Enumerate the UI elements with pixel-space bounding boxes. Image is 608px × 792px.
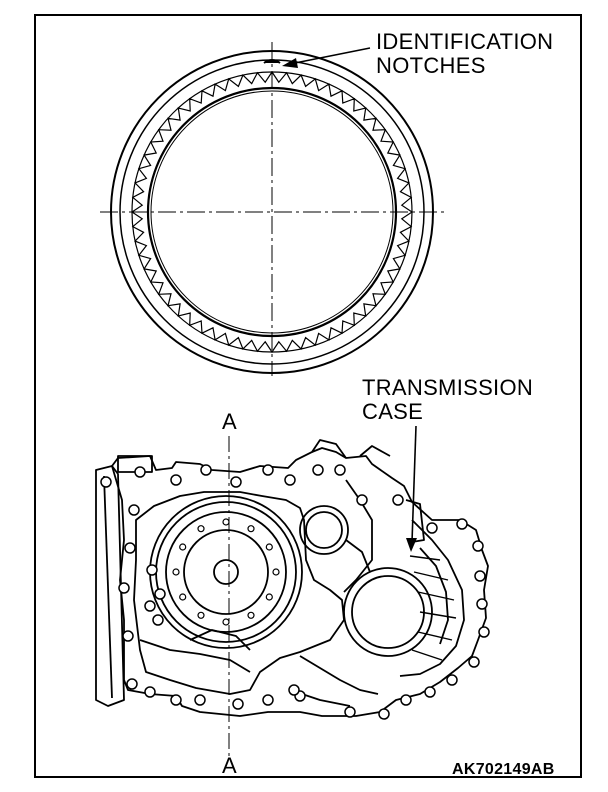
drum-bolt bbox=[247, 611, 255, 619]
bolt-hole bbox=[446, 674, 458, 686]
drum-bolt bbox=[179, 543, 187, 551]
identification-notches-label: IDENTIFICATION NOTCHES bbox=[376, 30, 553, 78]
drum-bolt bbox=[272, 568, 280, 576]
bolt-hole bbox=[426, 522, 438, 534]
drum-bolt bbox=[197, 611, 205, 619]
bolt-hole bbox=[424, 686, 436, 698]
bolt-hole bbox=[170, 474, 182, 486]
drum-bolt-circle bbox=[172, 518, 280, 626]
bolt-hole bbox=[312, 464, 324, 476]
bolt-hole bbox=[344, 706, 356, 718]
section-label-bottom: A bbox=[222, 753, 237, 778]
transmission-case-leader bbox=[406, 425, 417, 552]
bolt-hole bbox=[128, 504, 140, 516]
transmission-label-line1: TRANSMISSION bbox=[362, 375, 534, 400]
bolt-hole bbox=[134, 466, 146, 478]
bolt-hole bbox=[472, 540, 484, 552]
drum-bolt bbox=[197, 525, 205, 533]
identification-leader bbox=[282, 47, 371, 68]
bolt-hole bbox=[284, 474, 296, 486]
transmission-label-line2: CASE bbox=[362, 399, 424, 424]
drum-bolt bbox=[172, 568, 180, 576]
bolt-hole bbox=[194, 694, 206, 706]
identification-notch bbox=[263, 59, 281, 64]
bolt-hole bbox=[230, 476, 242, 488]
bolt-hole bbox=[474, 570, 486, 582]
bolt-hole bbox=[232, 698, 244, 710]
bolt-hole bbox=[122, 630, 134, 642]
drum-bolt bbox=[265, 593, 273, 601]
bolt-hole bbox=[126, 678, 138, 690]
bolt-hole bbox=[356, 494, 368, 506]
case-bolt-holes bbox=[100, 464, 490, 720]
bolt-hole bbox=[152, 614, 164, 626]
bolt-hole bbox=[476, 598, 488, 610]
drum-bolt bbox=[222, 518, 230, 526]
section-label-top: A bbox=[222, 409, 237, 434]
bolt-hole bbox=[262, 464, 274, 476]
bolt-hole bbox=[200, 464, 212, 476]
bolt-hole bbox=[468, 656, 480, 668]
bolt-hole bbox=[118, 582, 130, 594]
bolt-hole bbox=[378, 708, 390, 720]
figure-frame bbox=[34, 14, 582, 778]
bolt-hole bbox=[124, 542, 136, 554]
bolt-hole bbox=[262, 694, 274, 706]
transmission-case-label: TRANSMISSION CASE bbox=[362, 376, 533, 424]
figure-id: AK702149AB bbox=[452, 761, 555, 778]
bolt-hole bbox=[154, 588, 166, 600]
bolt-hole bbox=[144, 686, 156, 698]
bolt-hole bbox=[478, 626, 490, 638]
ring-centerlines bbox=[100, 42, 444, 376]
bolt-hole bbox=[392, 494, 404, 506]
bolt-hole bbox=[170, 694, 182, 706]
bolt-hole bbox=[144, 600, 156, 612]
bolt-hole bbox=[400, 694, 412, 706]
drum-bolt bbox=[247, 525, 255, 533]
bolt-hole bbox=[334, 464, 346, 476]
drum-bolt bbox=[179, 593, 187, 601]
bolt-hole bbox=[456, 518, 468, 530]
identification-label-line1: IDENTIFICATION bbox=[376, 29, 554, 54]
identification-label-line2: NOTCHES bbox=[376, 53, 486, 78]
drum-bolt bbox=[265, 543, 273, 551]
drum-bolt bbox=[222, 618, 230, 626]
bolt-hole bbox=[146, 564, 158, 576]
bolt-hole bbox=[100, 476, 112, 488]
bolt-hole bbox=[288, 684, 300, 696]
